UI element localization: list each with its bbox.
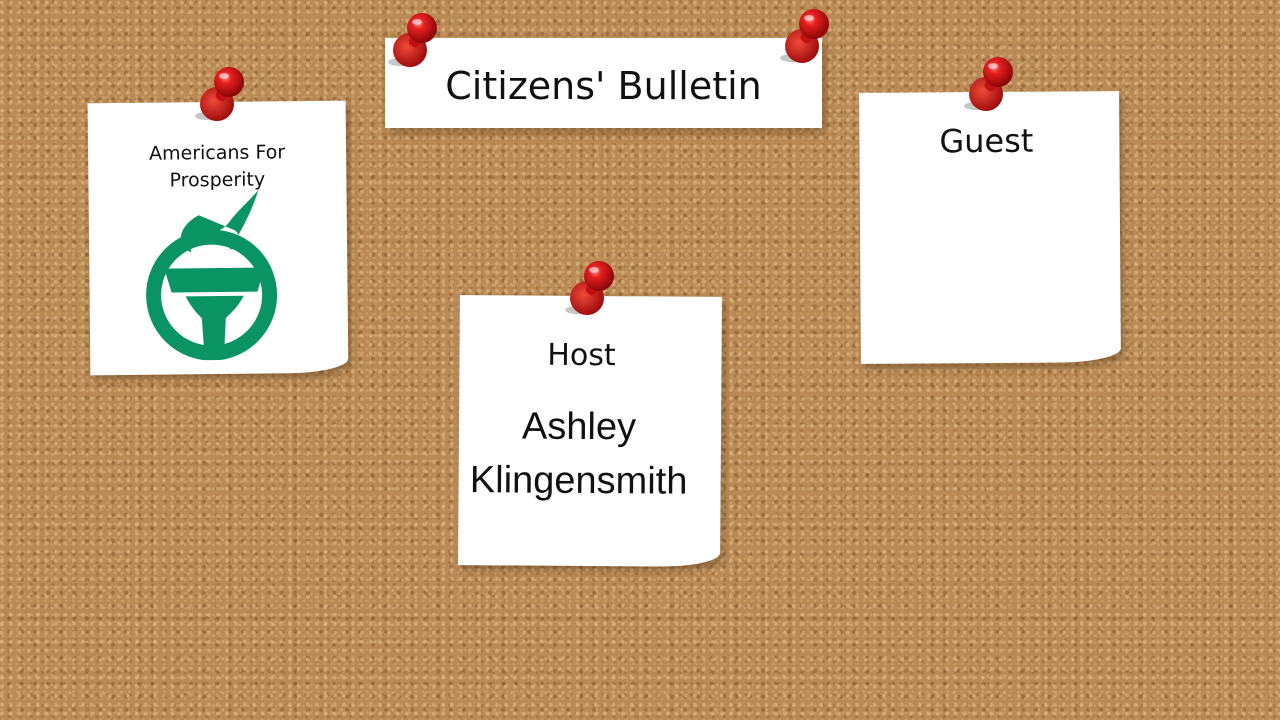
title-card: Citizens' Bulletin bbox=[385, 38, 822, 128]
host-name-line-2: Klingensmith bbox=[469, 459, 688, 503]
pushpin-icon bbox=[388, 13, 437, 67]
title-card-text: Citizens' Bulletin bbox=[445, 64, 762, 108]
organization-note: Americans For Prosperity bbox=[87, 100, 349, 376]
host-note: Host Ashley Klingensmith bbox=[458, 295, 722, 567]
pushpin-icon bbox=[565, 261, 614, 315]
pushpin-icon bbox=[964, 57, 1013, 111]
pushpin-icon bbox=[780, 9, 829, 63]
host-name: Ashley Klingensmith bbox=[458, 399, 699, 509]
host-label: Host bbox=[547, 337, 616, 374]
organization-label-line-1: Americans For bbox=[148, 141, 286, 165]
host-name-line-1: Ashley bbox=[521, 405, 637, 449]
torch-logo-icon bbox=[146, 189, 278, 361]
guest-label: Guest bbox=[939, 121, 1034, 161]
guest-note: Guest bbox=[859, 91, 1121, 364]
pushpin-icon bbox=[195, 67, 244, 121]
organization-label: Americans For Prosperity bbox=[88, 139, 347, 196]
